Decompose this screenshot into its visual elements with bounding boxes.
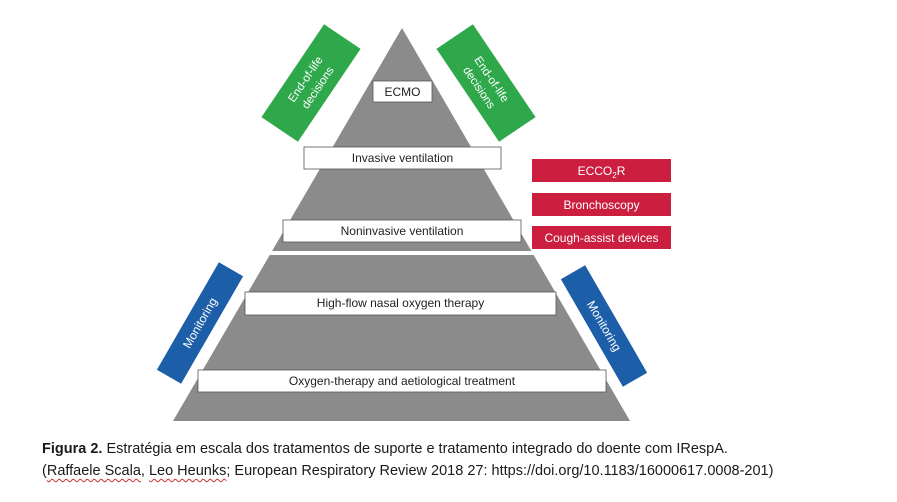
level-oxygen-therapy-label: Oxygen-therapy and aetiological treatmen… [289,374,516,388]
adjunct-cough-assist: Cough-assist devices [532,226,671,249]
caption-author-2: Leo Heunks [148,463,227,479]
bronchoscopy-label: Bronchoscopy [563,198,639,212]
level-high-flow-oxygen: High-flow nasal oxygen therapy [244,291,557,316]
caption-separator: , [140,463,149,479]
treatment-pyramid-diagram: End-of-life decisions End-of-life decisi… [150,24,671,421]
level-ecmo: ECMO [372,80,433,103]
caption-label: Figura 2. [42,441,103,457]
level-oxygen-therapy: Oxygen-therapy and aetiological treatmen… [197,369,607,393]
level-noninvasive-ventilation: Noninvasive ventilation [282,219,522,243]
caption-text: Estratégia em escala dos tratamentos de … [102,441,728,457]
level-noninvasive-ventilation-label: Noninvasive ventilation [341,224,464,238]
caption-paren: ( [42,463,47,479]
ecco2r-subscript: 2 [612,171,617,180]
adjunct-bronchoscopy: Bronchoscopy [532,193,671,216]
svg-text:ECCO2R: ECCO2R [578,164,626,180]
caption-reference: ; European Respiratory Review 2018 27: h… [226,463,774,479]
cough-assist-label: Cough-assist devices [544,231,658,245]
ecco2r-tail: R [617,164,626,178]
pyramid-gap [150,251,650,255]
caption-author-1: Raffaele Scala [46,463,141,479]
level-invasive-ventilation: Invasive ventilation [303,146,502,170]
level-invasive-ventilation-label: Invasive ventilation [352,151,453,165]
end-of-life-left-box: End-of-life decisions [261,24,361,142]
ecco2r-main: ECCO [578,164,613,178]
level-high-flow-oxygen-label: High-flow nasal oxygen therapy [317,296,484,310]
level-ecmo-label: ECMO [385,85,421,99]
caption-line-1: Figura 2. Estratégia em escala dos trata… [42,438,882,460]
adjunct-ecco2r: ECCO2R [532,159,671,182]
caption-line-2: (Raffaele Scala, Leo Heunks; European Re… [42,460,882,482]
figure-caption: Figura 2. Estratégia em escala dos trata… [42,438,882,482]
